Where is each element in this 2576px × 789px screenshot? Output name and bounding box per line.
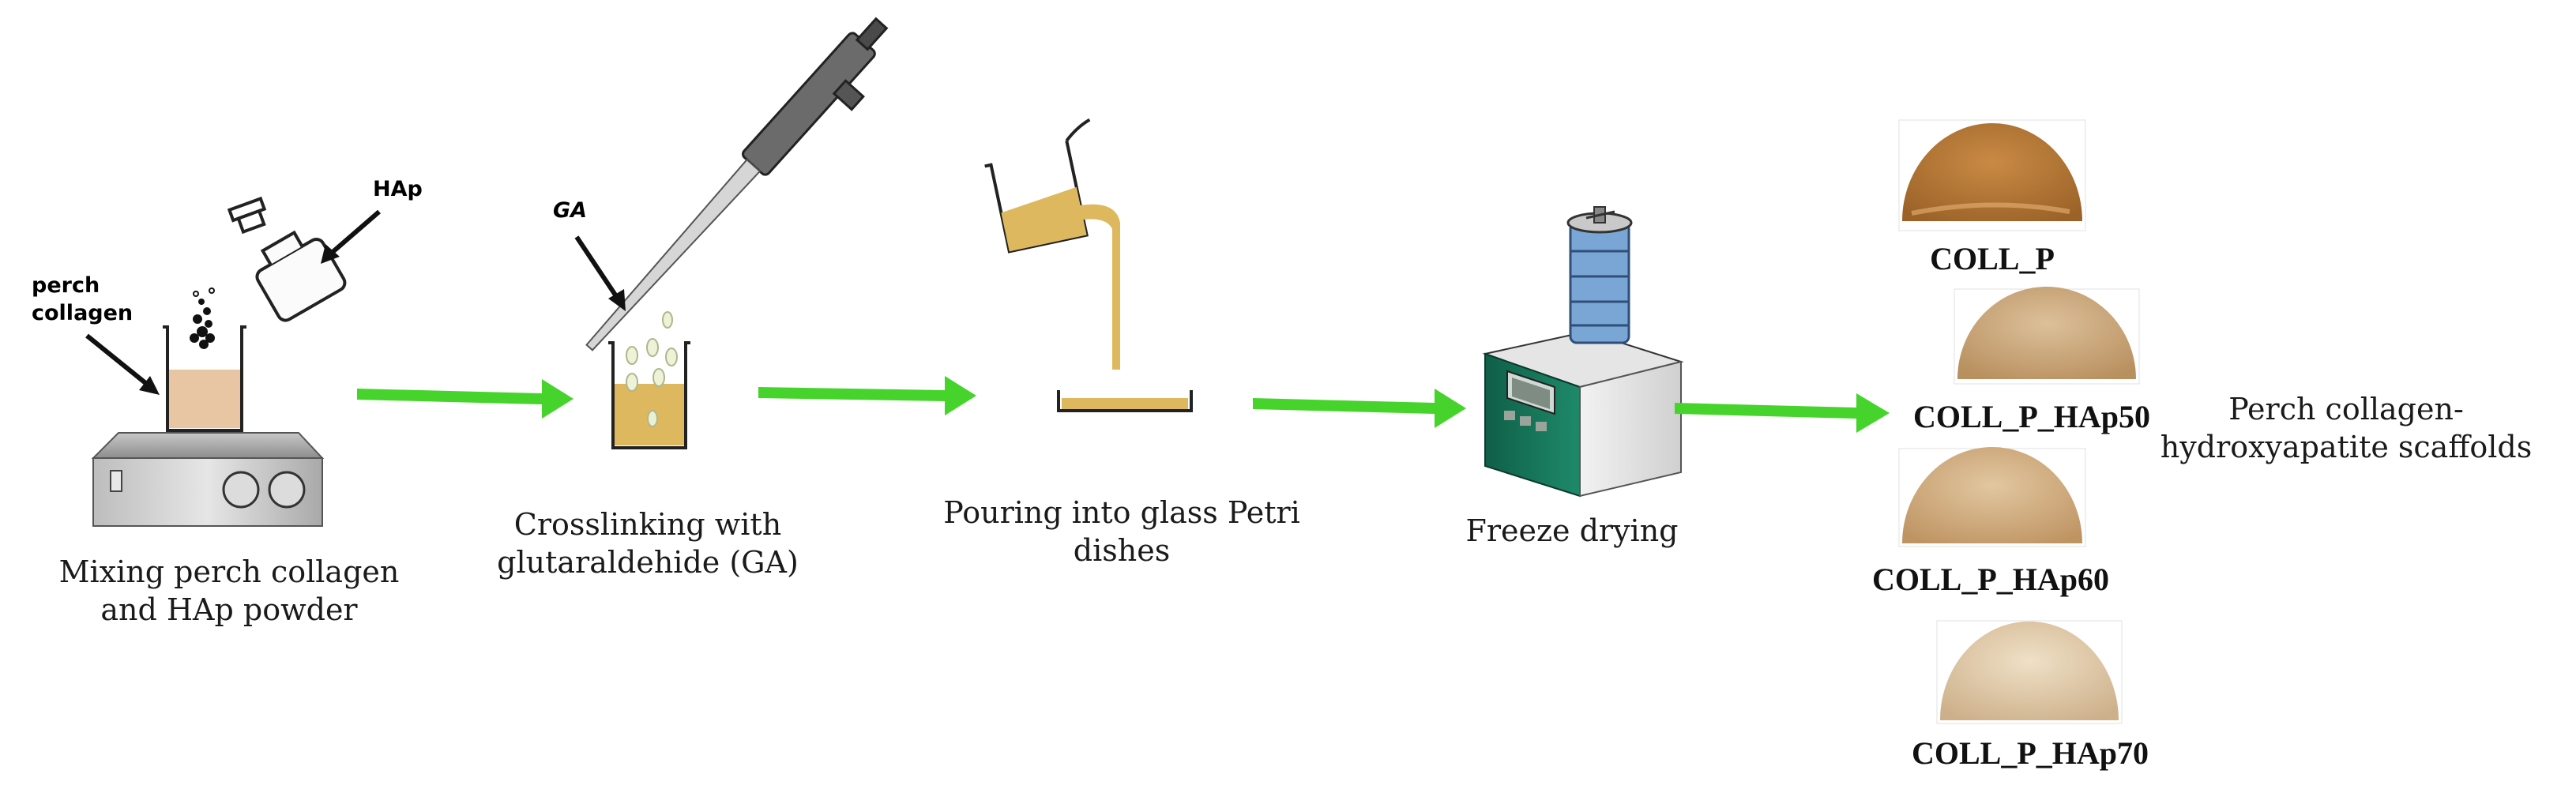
step-mixing-label: Mixing perch collagen and HAp powder [32, 553, 427, 629]
scaffold-sample-4-image [1936, 620, 2123, 724]
result-line1: Perch collagen- [2228, 392, 2464, 426]
hotplate-stirrer-icon [91, 432, 325, 527]
hap-annotation: HAp [373, 177, 423, 201]
step-pouring-line1: Pouring into glass Petri [943, 495, 1300, 530]
scaffold-sample-2-image [1954, 286, 2140, 385]
sample-label-coll-p-hap60: COLL_P_HAp60 [1871, 562, 2110, 597]
step-crosslinking-line2: glutaraldehide (GA) [497, 545, 799, 580]
beaker-ga-icon [608, 311, 690, 449]
step-crosslinking-line1: Crosslinking with [513, 507, 782, 542]
scaffold-sample-1-image [1898, 119, 2086, 231]
pouring-beaker-icon [984, 118, 1120, 370]
flow-arrow-2 [758, 376, 976, 415]
hap-arrow [321, 209, 381, 264]
step-freeze-line1: Freeze drying [1465, 513, 1679, 548]
sample-label-coll-p: COLL_P [1930, 241, 2055, 276]
ga-arrow [574, 235, 626, 311]
perch-collagen-arrow [85, 333, 160, 395]
perch-annotation-line1: perch [32, 273, 100, 298]
ga-annotation: GA [553, 198, 587, 223]
pipette-icon [585, 17, 889, 351]
powder-bottle-icon [227, 196, 347, 322]
scaffold-sample-3-image [1898, 447, 2086, 547]
freeze-dryer-icon [1482, 206, 1684, 498]
step-pouring-label: Pouring into glass Petri dishes [940, 494, 1303, 569]
flow-arrow-4 [1675, 393, 1890, 433]
step-mixing-line1: Mixing perch collagen [58, 554, 400, 589]
petri-dish-icon [1057, 390, 1193, 412]
sample-label-coll-p-hap50: COLL_P_HAp50 [1912, 399, 2151, 434]
flow-arrow-3 [1253, 389, 1466, 428]
step-freeze-label: Freeze drying [1422, 512, 1722, 550]
step-crosslinking-label: Crosslinking with glutaraldehide (GA) [482, 505, 814, 581]
result-line2: hydroxyapatite scaffolds [2160, 430, 2533, 464]
perch-annotation-line2: collagen [32, 301, 133, 325]
powder-particles-icon [190, 287, 215, 349]
result-label: Perch collagen- hydroxyapatite scaffolds [2133, 390, 2559, 466]
flow-arrow-1 [357, 379, 573, 419]
beaker-collagen-icon [163, 325, 246, 432]
step-mixing-line2: and HAp powder [100, 592, 358, 627]
step-pouring-line2: dishes [1073, 533, 1171, 568]
sample-label-coll-p-hap70: COLL_P_HAp70 [1911, 735, 2149, 771]
